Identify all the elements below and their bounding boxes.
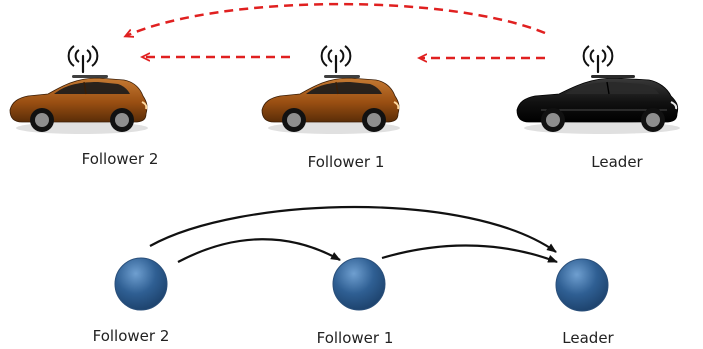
graph-node-leader xyxy=(555,258,609,312)
graph-edge-follower2-to-leader xyxy=(149,205,557,253)
comm-arrow-leader-to-follower2 xyxy=(126,2,546,36)
vehicle-label-leader: Leader xyxy=(591,153,643,171)
node-label-leader: Leader xyxy=(562,329,614,347)
antenna-signal-icon xyxy=(582,45,614,74)
antenna-signal-icon xyxy=(320,45,352,74)
graph-edge-follower1-to-leader xyxy=(381,244,558,264)
vehicle-label-follower2: Follower 2 xyxy=(82,150,159,168)
graph-node-follower1 xyxy=(332,257,386,311)
vehicle-label-follower1: Follower 1 xyxy=(308,153,385,171)
node-label-follower1: Follower 1 xyxy=(317,329,394,347)
antenna-signal-icon xyxy=(67,45,99,74)
graph-node-follower2 xyxy=(114,257,168,311)
node-label-follower2: Follower 2 xyxy=(93,327,170,345)
car-icon-leader xyxy=(516,75,680,134)
car-icon-follower1 xyxy=(261,75,400,134)
car-icon-follower2 xyxy=(9,75,148,134)
graph-edge-follower2-to-follower1 xyxy=(177,238,341,263)
